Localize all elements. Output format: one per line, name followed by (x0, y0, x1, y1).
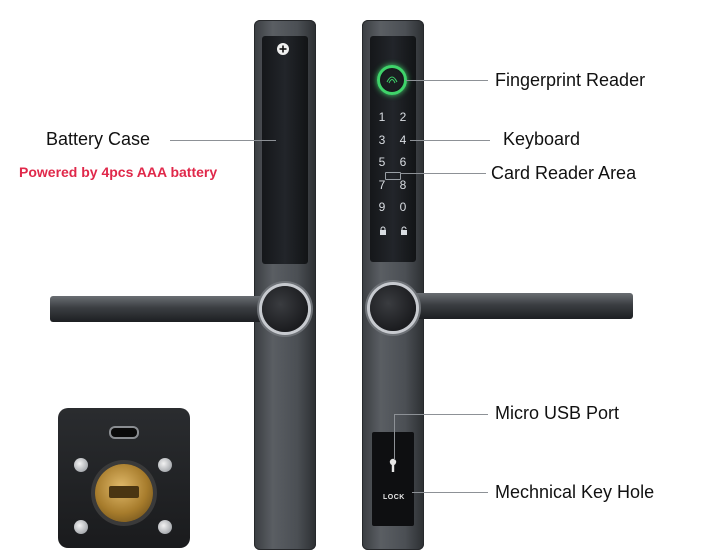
screw-top-right (158, 458, 172, 472)
screw-top-left (74, 458, 88, 472)
battery-compartment-inset (58, 408, 190, 548)
outside-lever-handle (395, 293, 633, 319)
keypad: 1 2 3 4 5 6 7 8 9 0 (370, 108, 416, 238)
inside-lever-handle (50, 296, 288, 322)
screw-bottom-left (74, 520, 88, 534)
keyhole-leader-line (412, 492, 488, 493)
mechanical-key-panel (372, 432, 414, 526)
battery-case-leader-line (170, 140, 276, 141)
key-6: 6 (399, 155, 407, 169)
key-9: 9 (378, 200, 386, 214)
fingerprint-leader-line (406, 80, 488, 81)
plus-icon (277, 43, 289, 55)
unlock-icon (399, 223, 409, 235)
usb-port-icon (111, 428, 137, 437)
key-7: 7 (378, 178, 386, 192)
mechanical-key-hole-label: Mechnical Key Hole (495, 482, 655, 502)
keyboard-label: Keyboard (503, 129, 581, 149)
outside-handle-knob (370, 285, 416, 331)
key-5: 5 (378, 155, 386, 169)
inside-handle-knob (262, 286, 308, 332)
key-slot (109, 486, 139, 498)
usb-leader-line (394, 414, 488, 415)
battery-case-label: Battery Case (46, 129, 151, 149)
fingerprint-reader-label: Fingerprint Reader (495, 70, 646, 90)
usb-leader-line-vertical (394, 414, 395, 460)
battery-case-cover (262, 36, 308, 264)
key-0: 0 (399, 200, 407, 214)
screw-bottom-right (158, 520, 172, 534)
keyhole-icon (388, 458, 398, 474)
lock-label: LOCK (383, 494, 405, 501)
card-reader-area-label: Card Reader Area (491, 163, 637, 183)
lock-icon (378, 223, 388, 235)
key-4: 4 (399, 133, 407, 147)
key-3: 3 (378, 133, 386, 147)
fingerprint-sensor-icon (377, 65, 407, 95)
brass-lock-cylinder (95, 464, 153, 522)
battery-note-label: Powered by 4pcs AAA battery (19, 164, 218, 180)
card-reader-icon (385, 172, 401, 180)
card-reader-leader-line (400, 173, 486, 174)
micro-usb-port-label: Micro USB Port (495, 403, 620, 423)
key-1: 1 (378, 110, 386, 124)
key-8: 8 (399, 178, 407, 192)
key-2: 2 (399, 110, 407, 124)
keyboard-leader-line (410, 140, 490, 141)
